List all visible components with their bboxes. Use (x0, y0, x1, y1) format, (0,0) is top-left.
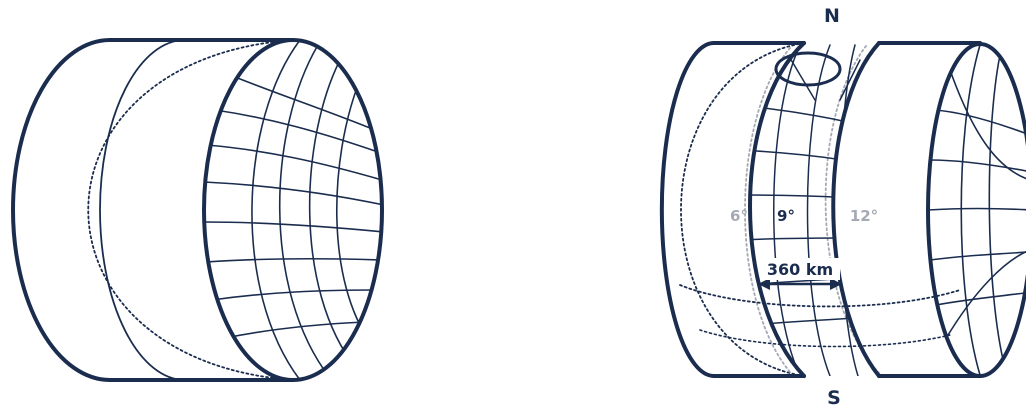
north-pole-cap (776, 53, 840, 85)
right-cylinder-back-rim (662, 43, 714, 376)
south-label: S (827, 387, 841, 409)
left-hidden-globe-edge (88, 40, 293, 380)
left-figure (13, 40, 384, 380)
zone-width-label: 360 km (767, 260, 833, 279)
parallel-dotted-lower (700, 330, 950, 346)
equator-dotted (680, 285, 960, 306)
right-figure (662, 43, 1026, 376)
meridian-9-label: 9° (777, 207, 795, 225)
meridian-6-label: 6° (730, 207, 748, 225)
meridian-12-label: 12° (850, 207, 878, 225)
left-cylinder-back-rim (13, 40, 110, 380)
left-globe-front-rim (204, 40, 382, 380)
left-cylinder-tangent-line (100, 40, 185, 380)
north-label: N (824, 5, 840, 27)
